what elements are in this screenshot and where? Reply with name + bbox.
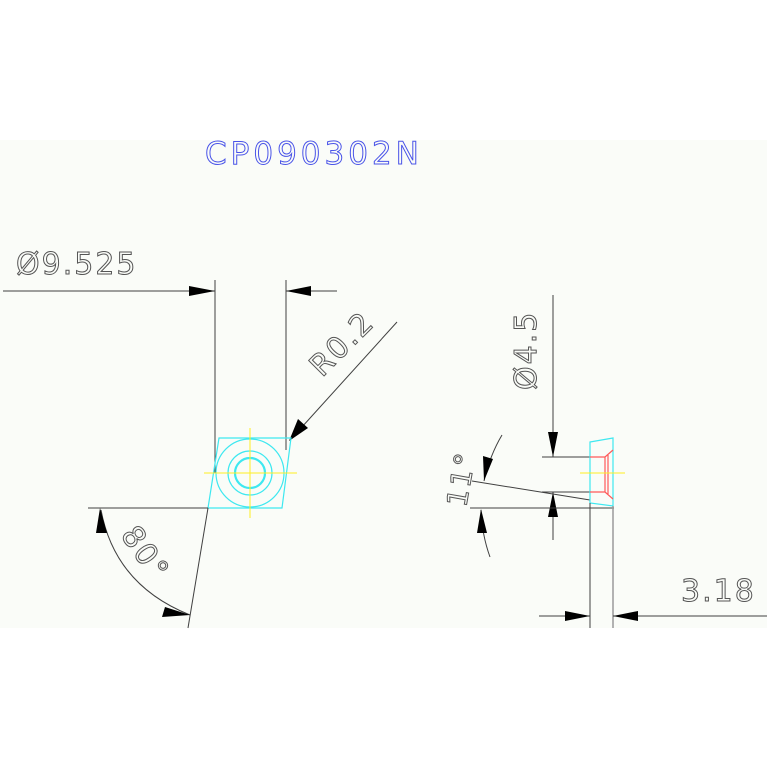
arrow-head-icon [477,509,487,533]
arrow-head-icon [96,508,107,533]
arrow-head-icon [289,419,308,441]
thickness-label: 3.18 [681,574,756,609]
insert-outline-rhombus [207,437,292,509]
arrow-head-icon [189,286,215,296]
part-number-title: CP090302N [205,136,423,172]
angle-side-line [187,507,209,629]
corner-radius-leader [291,321,398,439]
drawing-area [0,140,767,628]
arrow-head-icon [548,432,558,457]
arrow-head-icon [565,611,590,621]
hole-diameter-label: Ø4.5 [509,311,544,390]
clearance-angle-line [471,480,591,501]
arrow-head-icon [286,286,311,296]
arrow-head-icon [548,492,558,517]
arrow-head-icon [483,456,493,481]
arrow-head-icon [162,607,190,617]
inscribed-circle-dimension-label: Ø9.525 [16,247,138,282]
arrow-head-icon [613,611,638,621]
